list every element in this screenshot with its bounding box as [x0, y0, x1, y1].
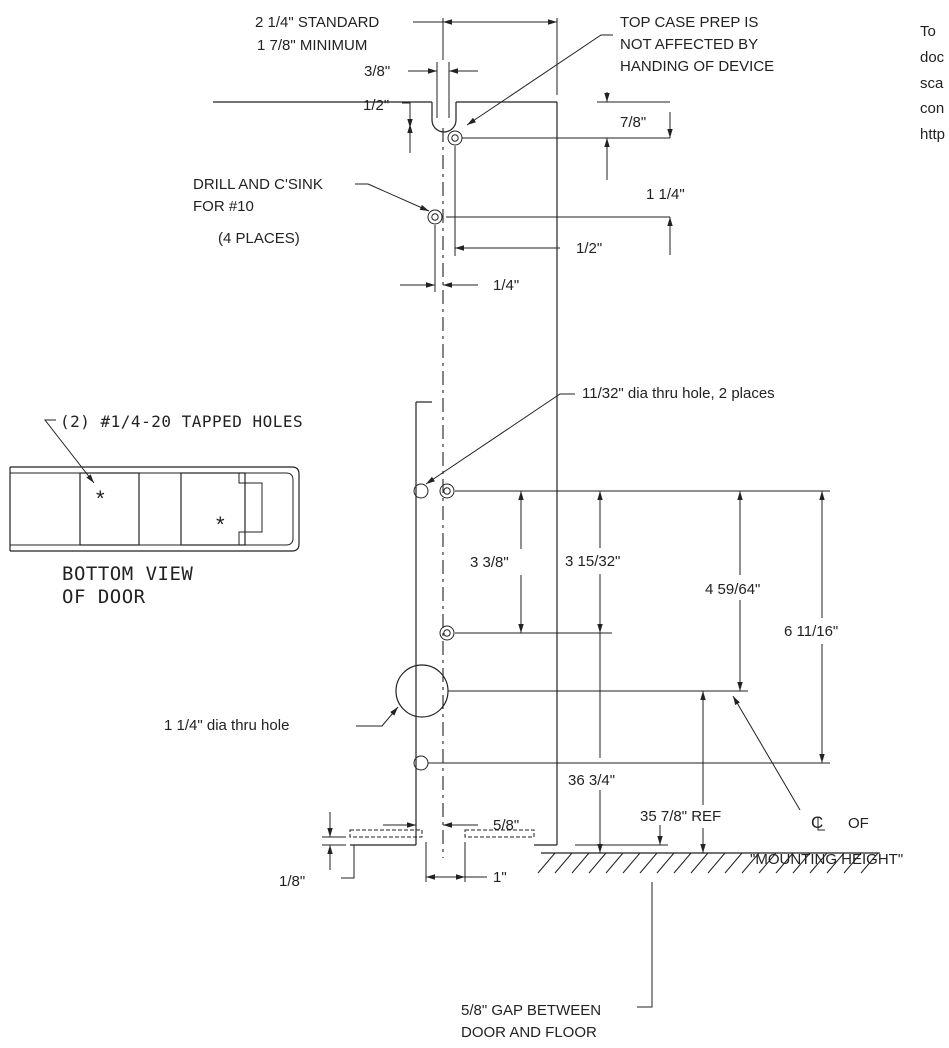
svg-text:FOR #10: FOR #10 [193, 198, 254, 215]
svg-text:3 3/8": 3 3/8" [470, 554, 509, 571]
svg-text:1 1/4" dia thru hole: 1 1/4" dia thru hole [164, 717, 289, 734]
svg-text:C: C [811, 813, 823, 832]
svg-text:4 59/64": 4 59/64" [705, 581, 760, 598]
svg-text:1/4": 1/4" [493, 277, 519, 294]
thru-hole-11-32-note: 11/32" dia thru hole, 2 places [425, 385, 775, 485]
svg-text:5/8" GAP BETWEEN: 5/8" GAP BETWEEN [461, 1002, 601, 1019]
door-outline [213, 101, 670, 846]
standard-label: 2 1/4" STANDARD [255, 14, 379, 31]
dim-7-8: 7/8" [462, 92, 673, 139]
floor-hatch-line [860, 852, 879, 874]
dim-6-11-16: 6 11/16" [784, 491, 838, 763]
floor-hatch-line [622, 852, 641, 874]
screw-hole-lower [427, 209, 443, 225]
svg-text:http: http [920, 126, 945, 143]
svg-text:"MOUNTING HEIGHT": "MOUNTING HEIGHT" [750, 851, 903, 868]
centerline-mounting-note: C OF "MOUNTING HEIGHT" [732, 695, 903, 868]
svg-text:(4 PLACES): (4 PLACES) [218, 230, 300, 247]
tapped-hole-mark-2: * [216, 512, 225, 537]
dim-1-1-4: 1 1/4" [446, 138, 685, 255]
screw-hole-mid-upper [439, 483, 455, 499]
svg-text:con: con [920, 100, 944, 117]
svg-text:11/32" dia thru hole, 2 places: 11/32" dia thru hole, 2 places [582, 385, 775, 402]
floor-hatch-line [639, 852, 658, 874]
svg-text:3/8": 3/8" [364, 63, 390, 80]
svg-text:NOT AFFECTED BY: NOT AFFECTED BY [620, 36, 758, 53]
floor-hatch-line [690, 852, 709, 874]
centerline-symbol: C [811, 813, 825, 832]
dim-1-8: 1/8" [279, 812, 355, 890]
svg-text:36 3/4": 36 3/4" [568, 772, 615, 789]
floor-hatch-line [758, 852, 777, 874]
svg-text:1/2": 1/2" [363, 97, 389, 114]
floor-hatch-line [809, 852, 828, 874]
tapped-hole-mark-1: * [96, 486, 105, 511]
dim-3-15-32: 3 15/32" [565, 491, 620, 633]
svg-text:sca: sca [920, 75, 944, 92]
svg-text:35 7/8" REF: 35 7/8" REF [640, 808, 721, 825]
svg-text:1/2": 1/2" [576, 240, 602, 257]
svg-text:HANDING OF DEVICE: HANDING OF DEVICE [620, 58, 774, 75]
minimum-label: 1 7/8" MINIMUM [257, 37, 367, 54]
svg-text:6 11/16": 6 11/16" [784, 623, 838, 640]
svg-text:OF DOOR: OF DOOR [62, 586, 146, 608]
svg-text:OF: OF [848, 815, 869, 832]
screw-hole-upper [447, 130, 463, 146]
floor-hatch-line [571, 852, 590, 874]
floor-hatch-line [554, 852, 573, 874]
svg-text:3 15/32": 3 15/32" [565, 553, 620, 570]
dim-gap: 5/8" GAP BETWEEN DOOR AND FLOOR [461, 825, 668, 1041]
cropped-note: To doc sca con http [920, 23, 945, 143]
bottom-view-of-door: * * (2) #1/4-20 TAPPED HOLES BOTTOM VIEW… [9, 412, 303, 608]
dim-5-8: 5/8" [383, 817, 519, 834]
dim-4-59-64: 4 59/64" [705, 491, 760, 691]
thru-hole-small-upper [413, 483, 429, 499]
floor-hatch-line [826, 852, 845, 874]
top-case-note: TOP CASE PREP IS NOT AFFECTED BY HANDING… [466, 14, 774, 126]
tapped-holes-label: (2) #1/4-20 TAPPED HOLES [60, 412, 303, 431]
dim-1-2-top: 1/2" [363, 97, 413, 153]
floor-hatch-line [537, 852, 556, 874]
svg-text:5/8": 5/8" [493, 817, 519, 834]
svg-text:doc: doc [920, 49, 945, 66]
floor-hatch-line [792, 852, 811, 874]
svg-text:DRILL AND C'SINK: DRILL AND C'SINK [193, 176, 323, 193]
door-width-dimension: 2 1/4" STANDARD 1 7/8" MINIMUM [255, 14, 558, 95]
drill-note: DRILL AND C'SINK FOR #10 (4 PLACES) [193, 176, 430, 247]
screw-hole-mid-lower [439, 625, 455, 641]
floor-hatch-line [707, 852, 726, 874]
svg-text:To: To [920, 23, 936, 40]
floor-hatch-line [673, 852, 692, 874]
floor-hatch-line [724, 852, 743, 874]
dim-35-7-8: 35 7/8" REF [640, 691, 721, 853]
thru-hole-1-1-4 [395, 664, 449, 718]
floor-hatch-line [656, 852, 675, 874]
svg-text:TOP CASE PREP IS: TOP CASE PREP IS [620, 14, 758, 31]
svg-text:7/8": 7/8" [620, 114, 646, 131]
dim-36-3-4: 36 3/4" [568, 633, 615, 853]
dim-1: 1" [425, 842, 507, 886]
svg-text:DOOR AND FLOOR: DOOR AND FLOOR [461, 1024, 597, 1041]
dim-1-4: 1/4" [400, 225, 519, 294]
floor-hatch-line [775, 852, 794, 874]
svg-text:BOTTOM VIEW: BOTTOM VIEW [62, 563, 193, 585]
thru-hole-1-1-4-note: 1 1/4" dia thru hole [164, 706, 399, 734]
floor-hatch-line [605, 852, 624, 874]
floor-hatch-line [588, 852, 607, 874]
svg-text:1 1/4": 1 1/4" [646, 186, 685, 203]
svg-text:1": 1" [493, 869, 507, 886]
dim-3-8: 3/8" [364, 62, 478, 118]
svg-text:1/8": 1/8" [279, 873, 305, 890]
floor [537, 852, 880, 874]
dim-1-2-mid: 1/2" [454, 146, 602, 257]
floor-hatch-line [741, 852, 760, 874]
dim-3-3-8: 3 3/8" [470, 491, 524, 633]
floor-hatch-line [843, 852, 862, 874]
